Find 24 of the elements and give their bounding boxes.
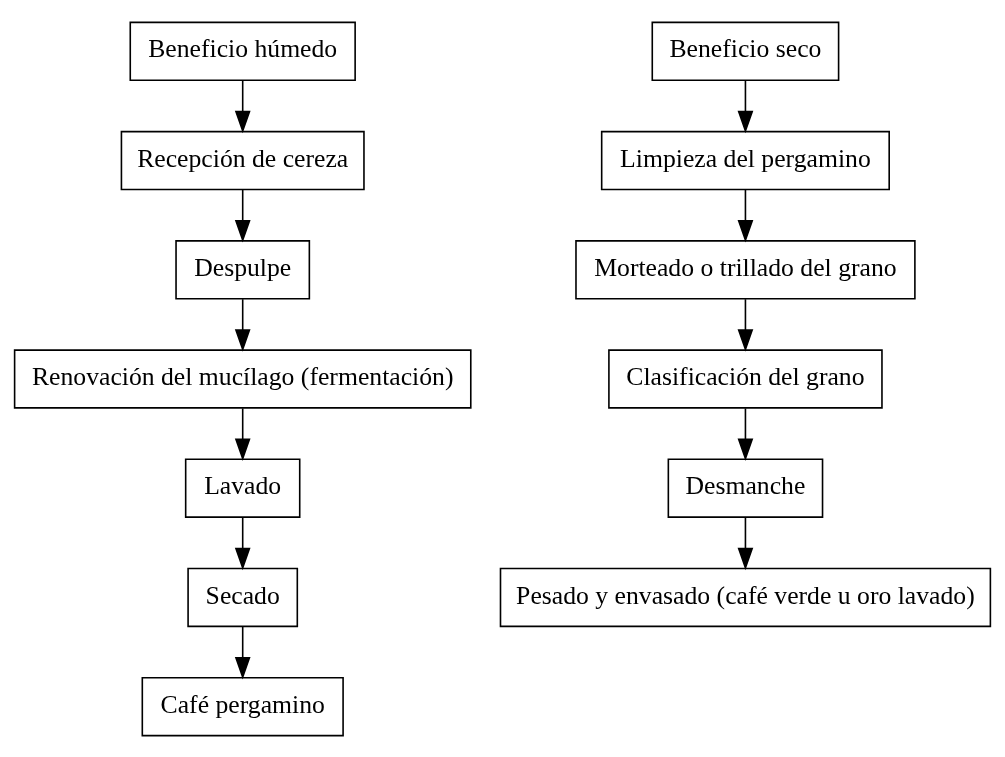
arrow: [234, 79, 251, 133]
arrow: [234, 407, 251, 461]
node-box: Renovación del mucílago (fermentación): [13, 348, 472, 409]
node-box: Beneficio seco: [651, 21, 840, 81]
node-box: Lavado: [184, 458, 301, 518]
node-box: Despulpe: [175, 239, 311, 299]
arrow: [737, 297, 754, 352]
node-box: Recepción de cereza: [120, 130, 365, 190]
arrow: [737, 516, 754, 570]
arrow: [234, 516, 251, 570]
node-box: Beneficio húmedo: [129, 21, 356, 81]
node-box: Morteado o trillado del grano: [575, 239, 916, 299]
node-box: Secado: [187, 567, 299, 627]
node-box: Limpieza del pergamino: [600, 130, 890, 190]
node-box: Clasificación del grano: [608, 348, 883, 409]
node-box: Desmanche: [667, 458, 824, 518]
node-box: Pesado y envasado (café verde u oro lavado): [499, 567, 992, 627]
arrow: [234, 625, 251, 679]
arrow: [737, 188, 754, 243]
arrow: [234, 188, 251, 243]
arrow: [737, 79, 754, 133]
arrow: [234, 297, 251, 352]
arrow: [737, 407, 754, 461]
node-box: Café pergamino: [141, 676, 344, 736]
